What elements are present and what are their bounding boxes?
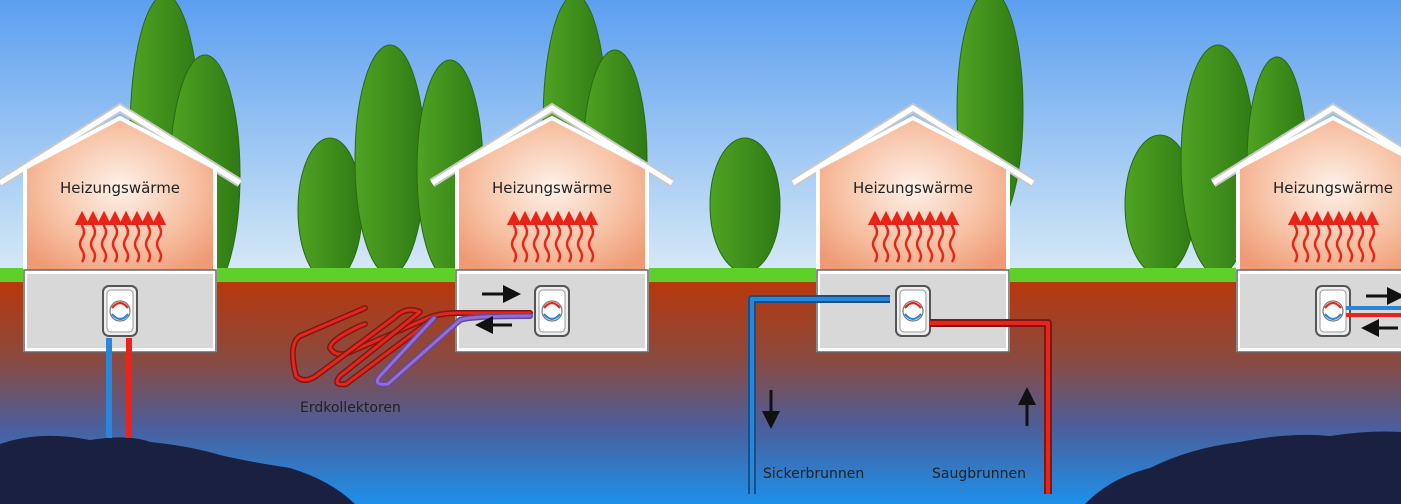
heat-wave-arrow <box>539 210 555 263</box>
heat-wave-arrow <box>96 210 112 263</box>
heat-wave-arrow <box>506 210 522 263</box>
house-heat-label: Heizungswärme <box>60 179 180 197</box>
heat-pump-unit <box>534 285 570 337</box>
label-saugbrunnen: Saugbrunnen <box>932 466 1026 482</box>
house: Heizungswärme <box>0 102 243 353</box>
house-living-space <box>455 115 649 274</box>
house-basement-outline <box>1236 269 1401 353</box>
heat-wave-arrow <box>1287 210 1303 263</box>
heat-pump-cycle-icon <box>902 300 924 322</box>
ground-collector-pipes <box>289 305 533 388</box>
heat-wave-arrow <box>1342 210 1358 263</box>
heat-wave-arrow <box>151 210 167 263</box>
label-sickerbrunnen: Sickerbrunnen <box>763 466 864 482</box>
heat-wave-arrow <box>933 210 949 263</box>
heat-wave-arrow <box>944 210 960 263</box>
house-heat-label: Heizungswärme <box>1273 179 1393 197</box>
heat-wave-arrow <box>85 210 101 263</box>
heat-wave-arrow <box>1331 210 1347 263</box>
heat-wave-arrow <box>1309 210 1325 263</box>
vertical-probe-pipes <box>106 338 132 438</box>
well-pipes <box>748 295 1052 494</box>
heat-wave-arrow <box>1298 210 1314 263</box>
heat-wave-arrow <box>129 210 145 263</box>
heat-wave-arrow <box>140 210 156 263</box>
house4-pipes <box>1346 306 1401 317</box>
heat-wave-arrow <box>922 210 938 263</box>
heat-wave-arrow <box>1353 210 1369 263</box>
heat-wave-arrow <box>550 210 566 263</box>
house: Heizungswärme <box>1210 102 1401 353</box>
heat-pump-unit <box>1315 285 1351 337</box>
house: Heizungswärme <box>429 102 675 353</box>
heat-wave-arrow <box>583 210 599 263</box>
grass-strip <box>0 268 1401 282</box>
heat-pump-cycle-icon <box>1322 300 1344 322</box>
house-basement-outline <box>23 269 217 353</box>
heat-wave-arrow <box>517 210 533 263</box>
house-living-space <box>1236 115 1401 274</box>
heat-wave-arrow <box>107 210 123 263</box>
heat-wave-arrow <box>1364 210 1380 263</box>
heat-wave-arrow <box>878 210 894 263</box>
heat-wave-arrow <box>1320 210 1336 263</box>
flow-arrows <box>475 285 1401 429</box>
heat-wave-arrow <box>528 210 544 263</box>
label-erdkollektoren: Erdkollektoren <box>300 400 401 416</box>
house-basement-outline <box>816 269 1010 353</box>
heat-wave-arrow <box>911 210 927 263</box>
house-heat-label: Heizungswärme <box>492 179 612 197</box>
bedrock-right <box>1085 431 1401 504</box>
heat-wave-arrow <box>900 210 916 263</box>
heat-wave-arrow <box>867 210 883 263</box>
heat-wave-arrow <box>572 210 588 263</box>
heat-wave-arrow <box>74 210 90 263</box>
house-living-space <box>23 115 217 274</box>
heat-pump-unit <box>102 285 138 337</box>
heat-pump-cycle-icon <box>109 300 131 322</box>
house: Heizungswärme <box>790 102 1036 353</box>
heat-wave-arrow <box>118 210 134 263</box>
heat-wave-arrow <box>889 210 905 263</box>
heat-pump-unit <box>895 285 931 337</box>
house-living-space <box>816 115 1010 274</box>
house-heat-label: Heizungswärme <box>853 179 973 197</box>
heat-wave-arrow <box>561 210 577 263</box>
bedrock-left <box>0 435 355 504</box>
heat-pump-cycle-icon <box>541 300 563 322</box>
